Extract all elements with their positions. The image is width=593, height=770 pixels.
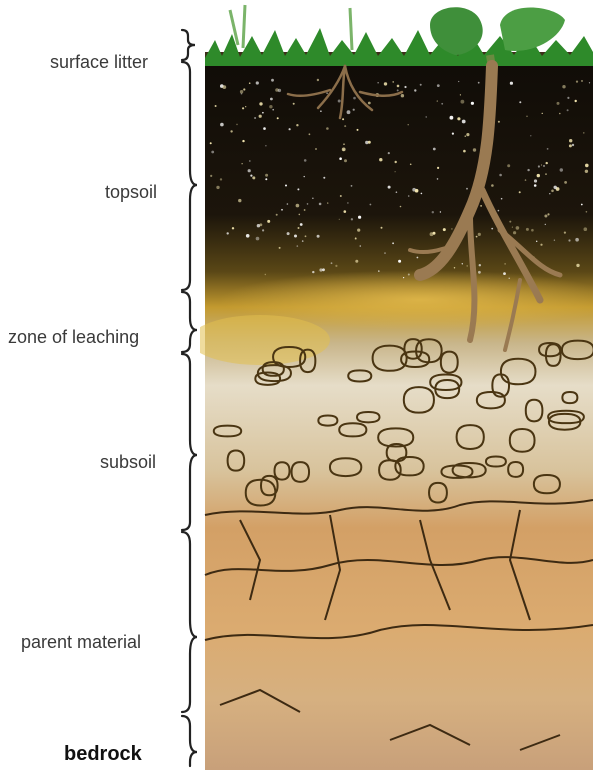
- label-topsoil: topsoil: [105, 182, 157, 203]
- soil-column: [205, 58, 593, 770]
- label-parent-material: parent material: [21, 632, 141, 653]
- label-subsoil: subsoil: [100, 452, 156, 473]
- label-surface-litter: surface litter: [50, 52, 148, 73]
- label-zone-of-leaching: zone of leaching: [8, 327, 139, 348]
- label-bedrock: bedrock: [64, 743, 142, 766]
